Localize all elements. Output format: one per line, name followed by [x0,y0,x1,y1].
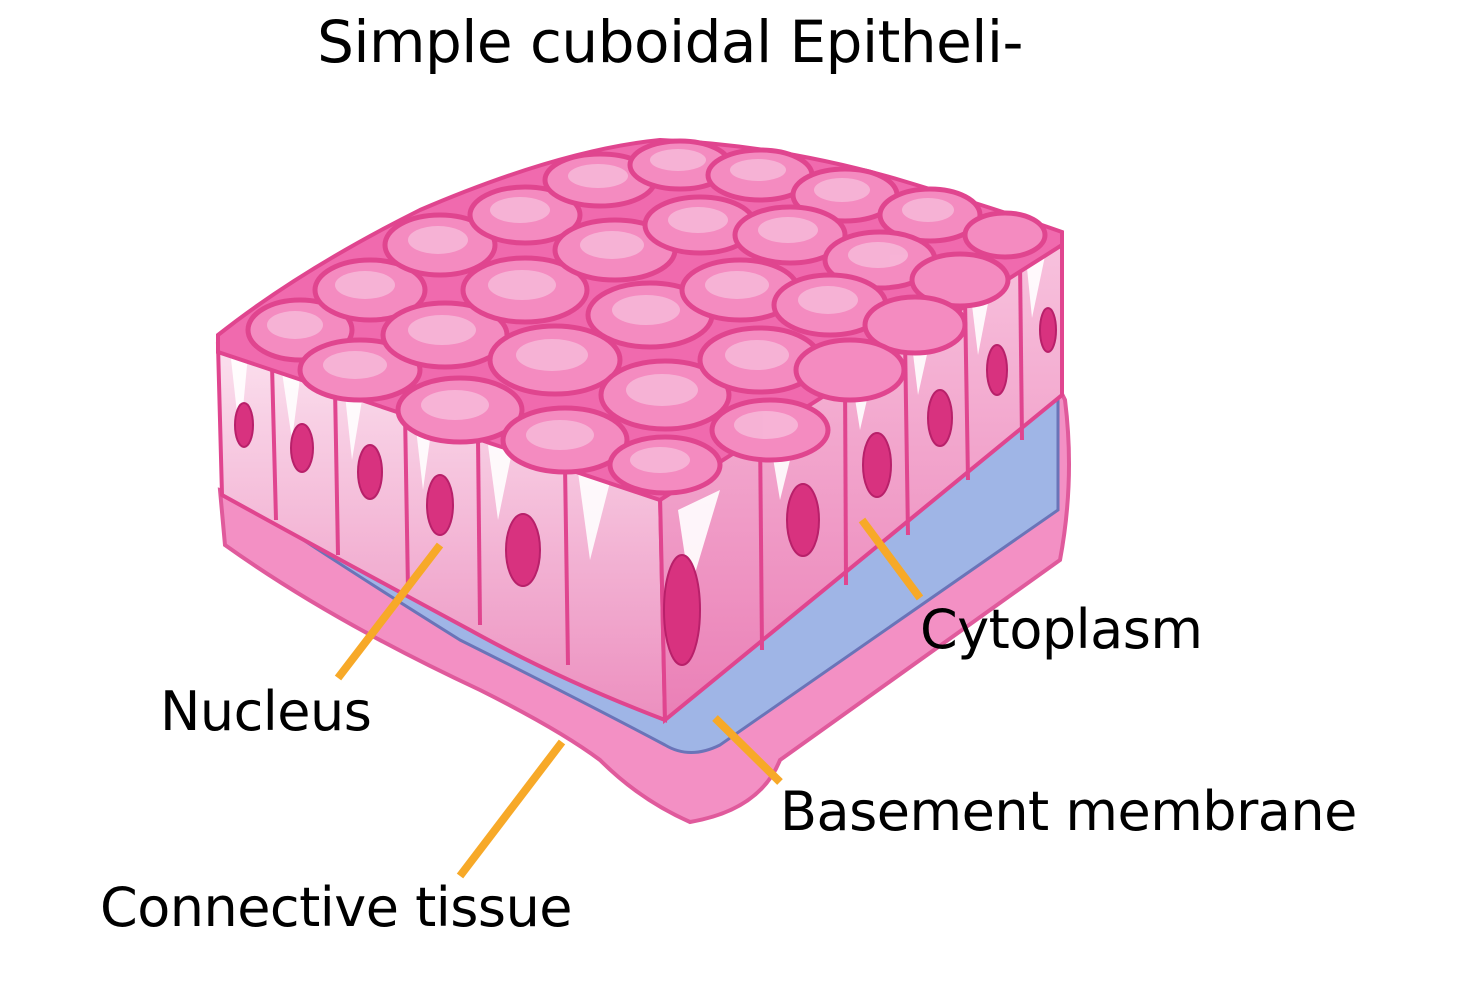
connective-tissue-leader-line [456,739,566,879]
left-cell-walls [270,364,570,666]
apical-cells [245,138,1048,496]
leader-lines [334,517,924,879]
basement-membrane-leader-line [712,715,783,785]
label-basement-membrane: Basement membrane [780,780,1357,843]
label-cytoplasm: Cytoplasm [920,598,1203,661]
label-connective-tissue: Connective tissue [100,876,573,939]
label-nucleus: Nucleus [160,680,372,743]
cytoplasm-leader-line [858,517,924,601]
apical-cell-shine [267,149,954,473]
nucleus-leader-line [334,542,444,681]
nuclei [234,307,1057,666]
diagram-title: Simple cuboidal Epitheli- [317,8,1023,76]
